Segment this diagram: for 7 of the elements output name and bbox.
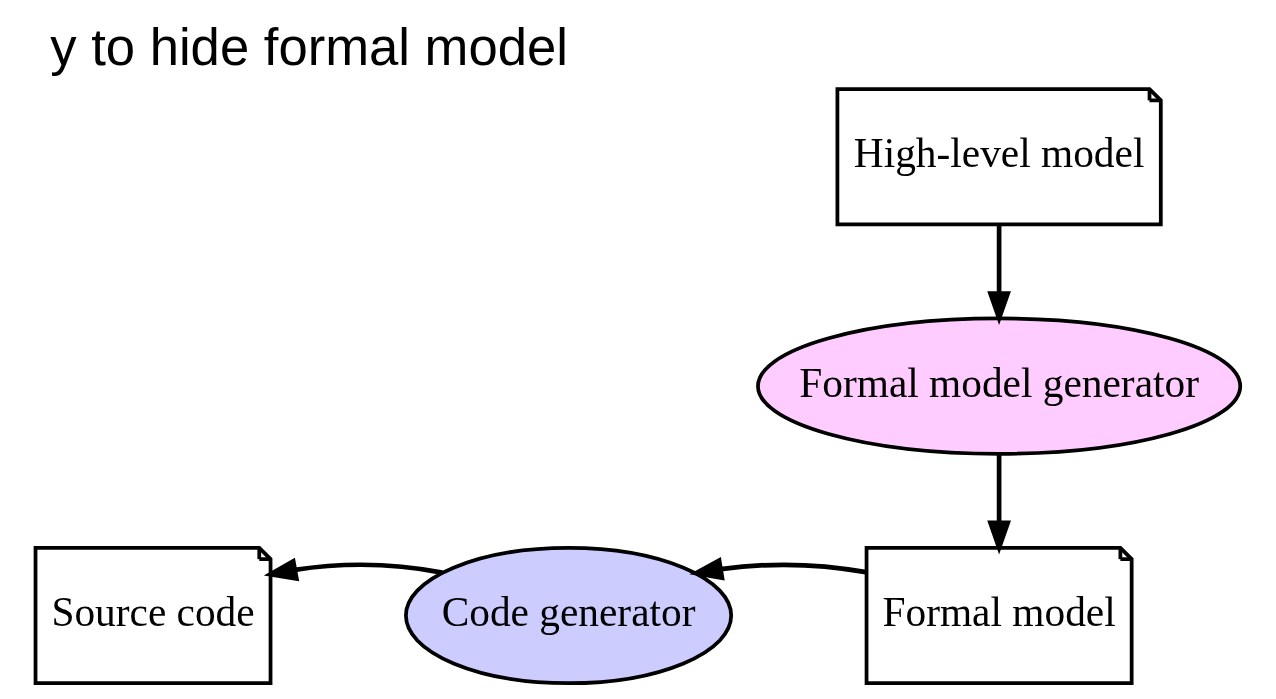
- node-ellipse: Formal model generator: [756, 316, 1243, 456]
- arrow: [987, 224, 1011, 326]
- arrow: [689, 557, 867, 581]
- node-ellipse: Code generator: [404, 546, 734, 686]
- diagram-title: y to hide formal model: [50, 17, 568, 77]
- arrow: [263, 557, 443, 582]
- arrow: [987, 453, 1011, 555]
